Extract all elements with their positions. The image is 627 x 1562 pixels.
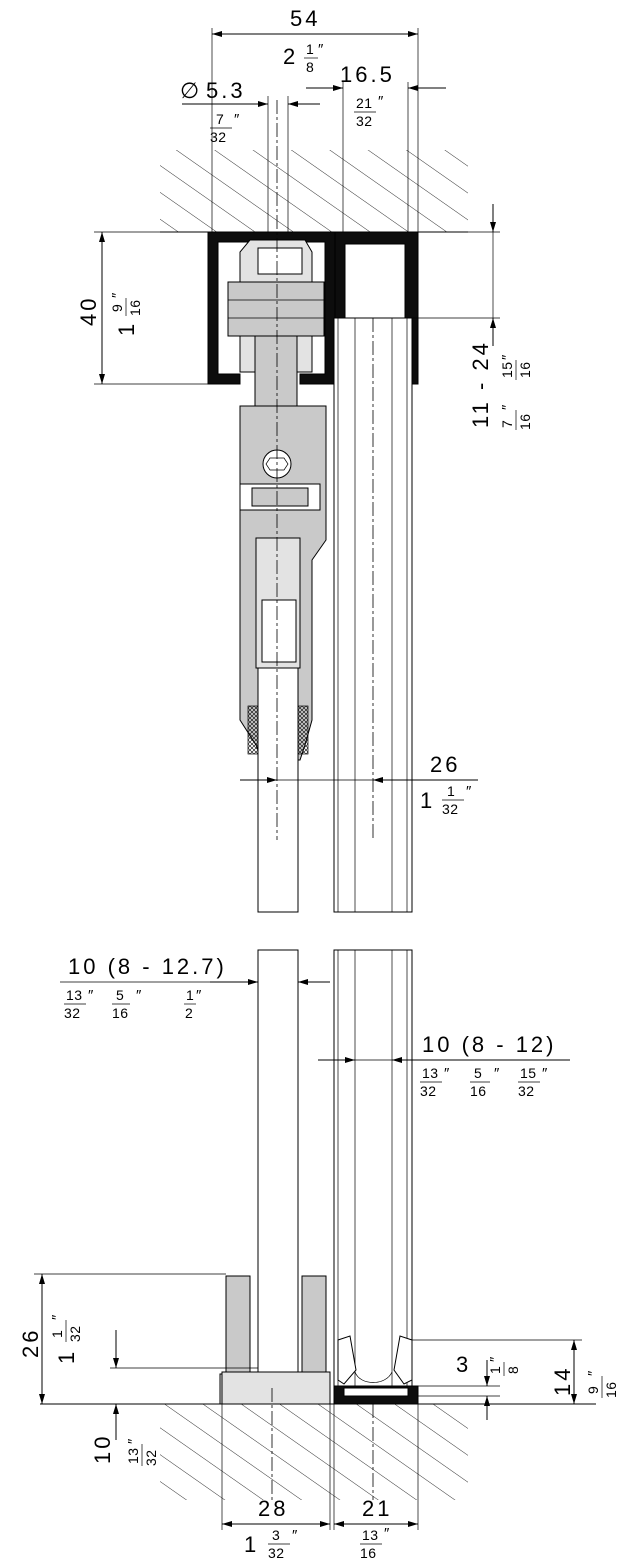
dim-16-5: 16.5 21 32 ″ <box>306 62 446 232</box>
svg-text:21: 21 <box>362 1496 392 1521</box>
bottom-track <box>333 1335 419 1500</box>
svg-text:32: 32 <box>420 1083 437 1099</box>
svg-text:26: 26 <box>430 752 460 777</box>
svg-text:″: ″ <box>585 1370 602 1376</box>
svg-text:1: 1 <box>54 1352 79 1364</box>
svg-text:11 - 24: 11 - 24 <box>468 340 493 428</box>
svg-text:9: 9 <box>585 1386 601 1394</box>
svg-text:1: 1 <box>114 324 139 336</box>
svg-text:32: 32 <box>356 113 373 129</box>
svg-text:32: 32 <box>210 129 227 145</box>
svg-text:16: 16 <box>470 1083 487 1099</box>
svg-text:13: 13 <box>66 987 83 1003</box>
svg-text:16: 16 <box>603 1381 619 1398</box>
dim-10-right: 10 (8 - 12) 13 32 ″ 5 16 ″ 15 32 ″ <box>318 1032 570 1099</box>
svg-text:″: ″ <box>125 1438 142 1444</box>
svg-text:1: 1 <box>420 788 432 813</box>
svg-text:26: 26 <box>18 1328 43 1358</box>
svg-text:″: ″ <box>444 1065 450 1082</box>
svg-text:″: ″ <box>49 1314 66 1320</box>
svg-text:16: 16 <box>127 299 143 316</box>
svg-text:1: 1 <box>447 783 455 799</box>
svg-text:8: 8 <box>306 59 314 75</box>
svg-text:″: ″ <box>499 354 516 360</box>
svg-text:″: ″ <box>88 987 94 1004</box>
svg-text:32: 32 <box>64 1005 81 1021</box>
svg-text:7: 7 <box>499 420 515 428</box>
svg-text:″: ″ <box>234 111 240 128</box>
svg-text:32: 32 <box>67 1325 83 1342</box>
svg-text:16: 16 <box>112 1005 129 1021</box>
dim-28: 28 1 3 32 ″ <box>221 1404 331 1561</box>
svg-text:5: 5 <box>474 1065 482 1081</box>
svg-text:1: 1 <box>186 987 194 1003</box>
glass-panels-top <box>257 100 413 913</box>
dim-10-floor: 10 13 32 ″ <box>90 1404 159 1466</box>
svg-text:16: 16 <box>517 361 533 378</box>
svg-text:3: 3 <box>456 1352 471 1377</box>
dim-14: 14 9 16 ″ <box>412 1339 619 1404</box>
svg-text:32: 32 <box>143 1449 159 1466</box>
dim-21: 21 13 16 ″ <box>333 1404 419 1561</box>
svg-text:″: ″ <box>466 783 472 800</box>
svg-text:″: ″ <box>487 1356 504 1362</box>
svg-text:8: 8 <box>505 1366 521 1374</box>
svg-text:28: 28 <box>258 1496 288 1521</box>
svg-text:∅: ∅ <box>180 78 199 103</box>
dim-10-left: 10 (8 - 12.7) 13 32 ″ 5 16 ″ 1 2 ″ <box>60 954 330 1021</box>
svg-text:7: 7 <box>216 111 224 127</box>
svg-text:40: 40 <box>76 296 101 326</box>
svg-text:10 (8 - 12.7): 10 (8 - 12.7) <box>68 954 227 979</box>
svg-text:10 (8 - 12): 10 (8 - 12) <box>422 1032 557 1057</box>
roller-carriage <box>227 239 325 407</box>
svg-text:″: ″ <box>499 404 516 410</box>
dim-26-top: 26 1 1 32 ″ <box>240 752 478 817</box>
svg-text:9: 9 <box>109 304 125 312</box>
svg-text:5: 5 <box>116 987 124 1003</box>
svg-text:16: 16 <box>517 413 533 430</box>
dim-11-24: 11 - 24 7 16 ″ 15 16 ″ <box>392 204 533 430</box>
dim-3: 3 1 8 ″ <box>412 1352 521 1420</box>
dim-5-3: ∅ 5.3 7 32 ″ <box>180 78 320 232</box>
svg-text:″: ″ <box>136 987 142 1004</box>
dim-54: 54 2 1 8 ″ <box>211 6 419 232</box>
svg-text:15: 15 <box>520 1065 537 1081</box>
svg-text:2: 2 <box>283 44 295 69</box>
dim-40: 40 1 9 16 ″ <box>76 231 240 385</box>
svg-text:″: ″ <box>109 292 126 298</box>
svg-text:13: 13 <box>125 1447 141 1464</box>
svg-text:″: ″ <box>542 1065 548 1082</box>
floor-guide <box>219 1275 331 1500</box>
svg-text:13: 13 <box>422 1065 439 1081</box>
svg-text:13: 13 <box>362 1527 379 1543</box>
svg-text:16: 16 <box>360 1545 377 1561</box>
svg-text:1: 1 <box>306 41 314 57</box>
svg-text:″: ″ <box>318 41 324 58</box>
svg-text:″: ″ <box>378 93 384 110</box>
svg-text:32: 32 <box>442 801 459 817</box>
svg-text:1: 1 <box>244 1532 256 1557</box>
svg-text:1: 1 <box>49 1330 65 1338</box>
svg-text:10: 10 <box>90 1434 115 1464</box>
svg-text:32: 32 <box>518 1083 535 1099</box>
svg-text:3: 3 <box>272 1527 280 1543</box>
svg-text:″: ″ <box>196 987 202 1004</box>
svg-text:5.3: 5.3 <box>206 78 246 103</box>
glass-panels-bottom <box>257 949 413 1387</box>
svg-text:16.5: 16.5 <box>340 62 395 87</box>
svg-text:2: 2 <box>185 1005 193 1021</box>
svg-text:32: 32 <box>268 1545 285 1561</box>
svg-text:14: 14 <box>550 1366 575 1396</box>
svg-text:1: 1 <box>487 1366 503 1374</box>
svg-text:″: ″ <box>384 1525 390 1542</box>
svg-text:21: 21 <box>356 95 373 111</box>
dim-26-bottom: 26 1 1 32 ″ <box>18 1273 258 1404</box>
svg-text:″: ″ <box>292 1527 298 1544</box>
ceiling-hatch <box>160 150 468 233</box>
floor-hatch <box>40 1403 596 1500</box>
svg-text:15: 15 <box>499 361 515 378</box>
dim-54-mm: 54 <box>290 6 320 31</box>
svg-text:″: ″ <box>494 1065 500 1082</box>
